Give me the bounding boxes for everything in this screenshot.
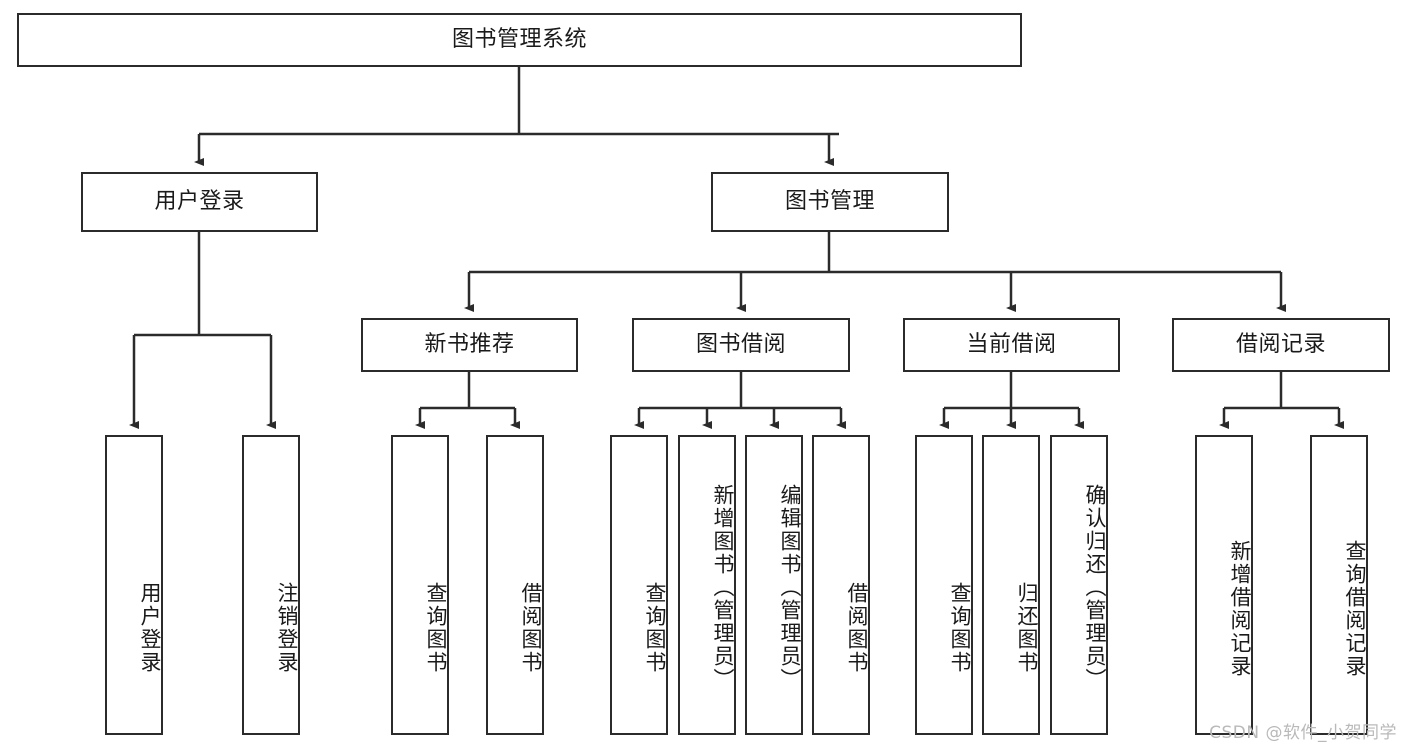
node-new-book-recommend[interactable]: 新书推荐 bbox=[361, 318, 578, 372]
node-root-label: 图书管理系统 bbox=[451, 26, 587, 52]
leaf-user-login-login[interactable]: 用户登录 bbox=[105, 435, 163, 735]
leaf-label: 借阅图书 bbox=[845, 582, 869, 674]
leaf-label: 归还图书 bbox=[1015, 582, 1039, 674]
leaf-borrow-edit-book-admin[interactable]: 编辑图书（管理员） bbox=[745, 435, 803, 735]
node-user-login[interactable]: 用户登录 bbox=[81, 172, 318, 232]
leaf-new-book-query[interactable]: 查询图书 bbox=[391, 435, 449, 735]
node-current-borrow-label: 当前借阅 bbox=[966, 331, 1057, 357]
leaf-user-login-logout[interactable]: 注销登录 bbox=[242, 435, 300, 735]
leaf-borrow-borrow-book[interactable]: 借阅图书 bbox=[812, 435, 870, 735]
leaf-label: 新增借阅记录 bbox=[1228, 540, 1252, 678]
leaf-new-book-borrow[interactable]: 借阅图书 bbox=[486, 435, 544, 735]
csdn-watermark: CSDN @软件_小贺同学 bbox=[1209, 723, 1397, 743]
leaf-borrow-query-book[interactable]: 查询图书 bbox=[610, 435, 668, 735]
leaf-label: 查询图书 bbox=[424, 582, 448, 674]
leaf-label: 借阅图书 bbox=[519, 582, 543, 674]
leaf-borrow-add-book-admin[interactable]: 新增图书（管理员） bbox=[678, 435, 736, 735]
leaf-label: 用户登录 bbox=[138, 582, 162, 674]
node-current-borrow[interactable]: 当前借阅 bbox=[903, 318, 1120, 372]
node-borrow-record-label: 借阅记录 bbox=[1235, 331, 1326, 357]
leaf-label: 注销登录 bbox=[275, 582, 299, 674]
leaf-current-return-book[interactable]: 归还图书 bbox=[982, 435, 1040, 735]
leaf-label: 确认归还（管理员） bbox=[1083, 483, 1107, 691]
node-borrow-record[interactable]: 借阅记录 bbox=[1172, 318, 1390, 372]
node-book-management-label: 图书管理 bbox=[784, 188, 875, 214]
leaf-current-confirm-return-admin[interactable]: 确认归还（管理员） bbox=[1050, 435, 1108, 735]
leaf-label: 查询借阅记录 bbox=[1343, 540, 1367, 678]
leaf-record-add-record[interactable]: 新增借阅记录 bbox=[1195, 435, 1253, 735]
leaf-current-query-book[interactable]: 查询图书 bbox=[915, 435, 973, 735]
node-book-management[interactable]: 图书管理 bbox=[711, 172, 949, 232]
leaf-label: 查询图书 bbox=[643, 582, 667, 674]
node-root[interactable]: 图书管理系统 bbox=[17, 13, 1022, 67]
leaf-record-query-record[interactable]: 查询借阅记录 bbox=[1310, 435, 1368, 735]
leaf-label: 编辑图书（管理员） bbox=[778, 483, 802, 691]
node-book-borrow-label: 图书借阅 bbox=[695, 331, 786, 357]
node-book-borrow[interactable]: 图书借阅 bbox=[632, 318, 850, 372]
leaf-label: 查询图书 bbox=[948, 582, 972, 674]
node-user-login-label: 用户登录 bbox=[154, 188, 245, 214]
node-new-book-recommend-label: 新书推荐 bbox=[424, 331, 515, 357]
leaf-label: 新增图书（管理员） bbox=[711, 483, 735, 691]
